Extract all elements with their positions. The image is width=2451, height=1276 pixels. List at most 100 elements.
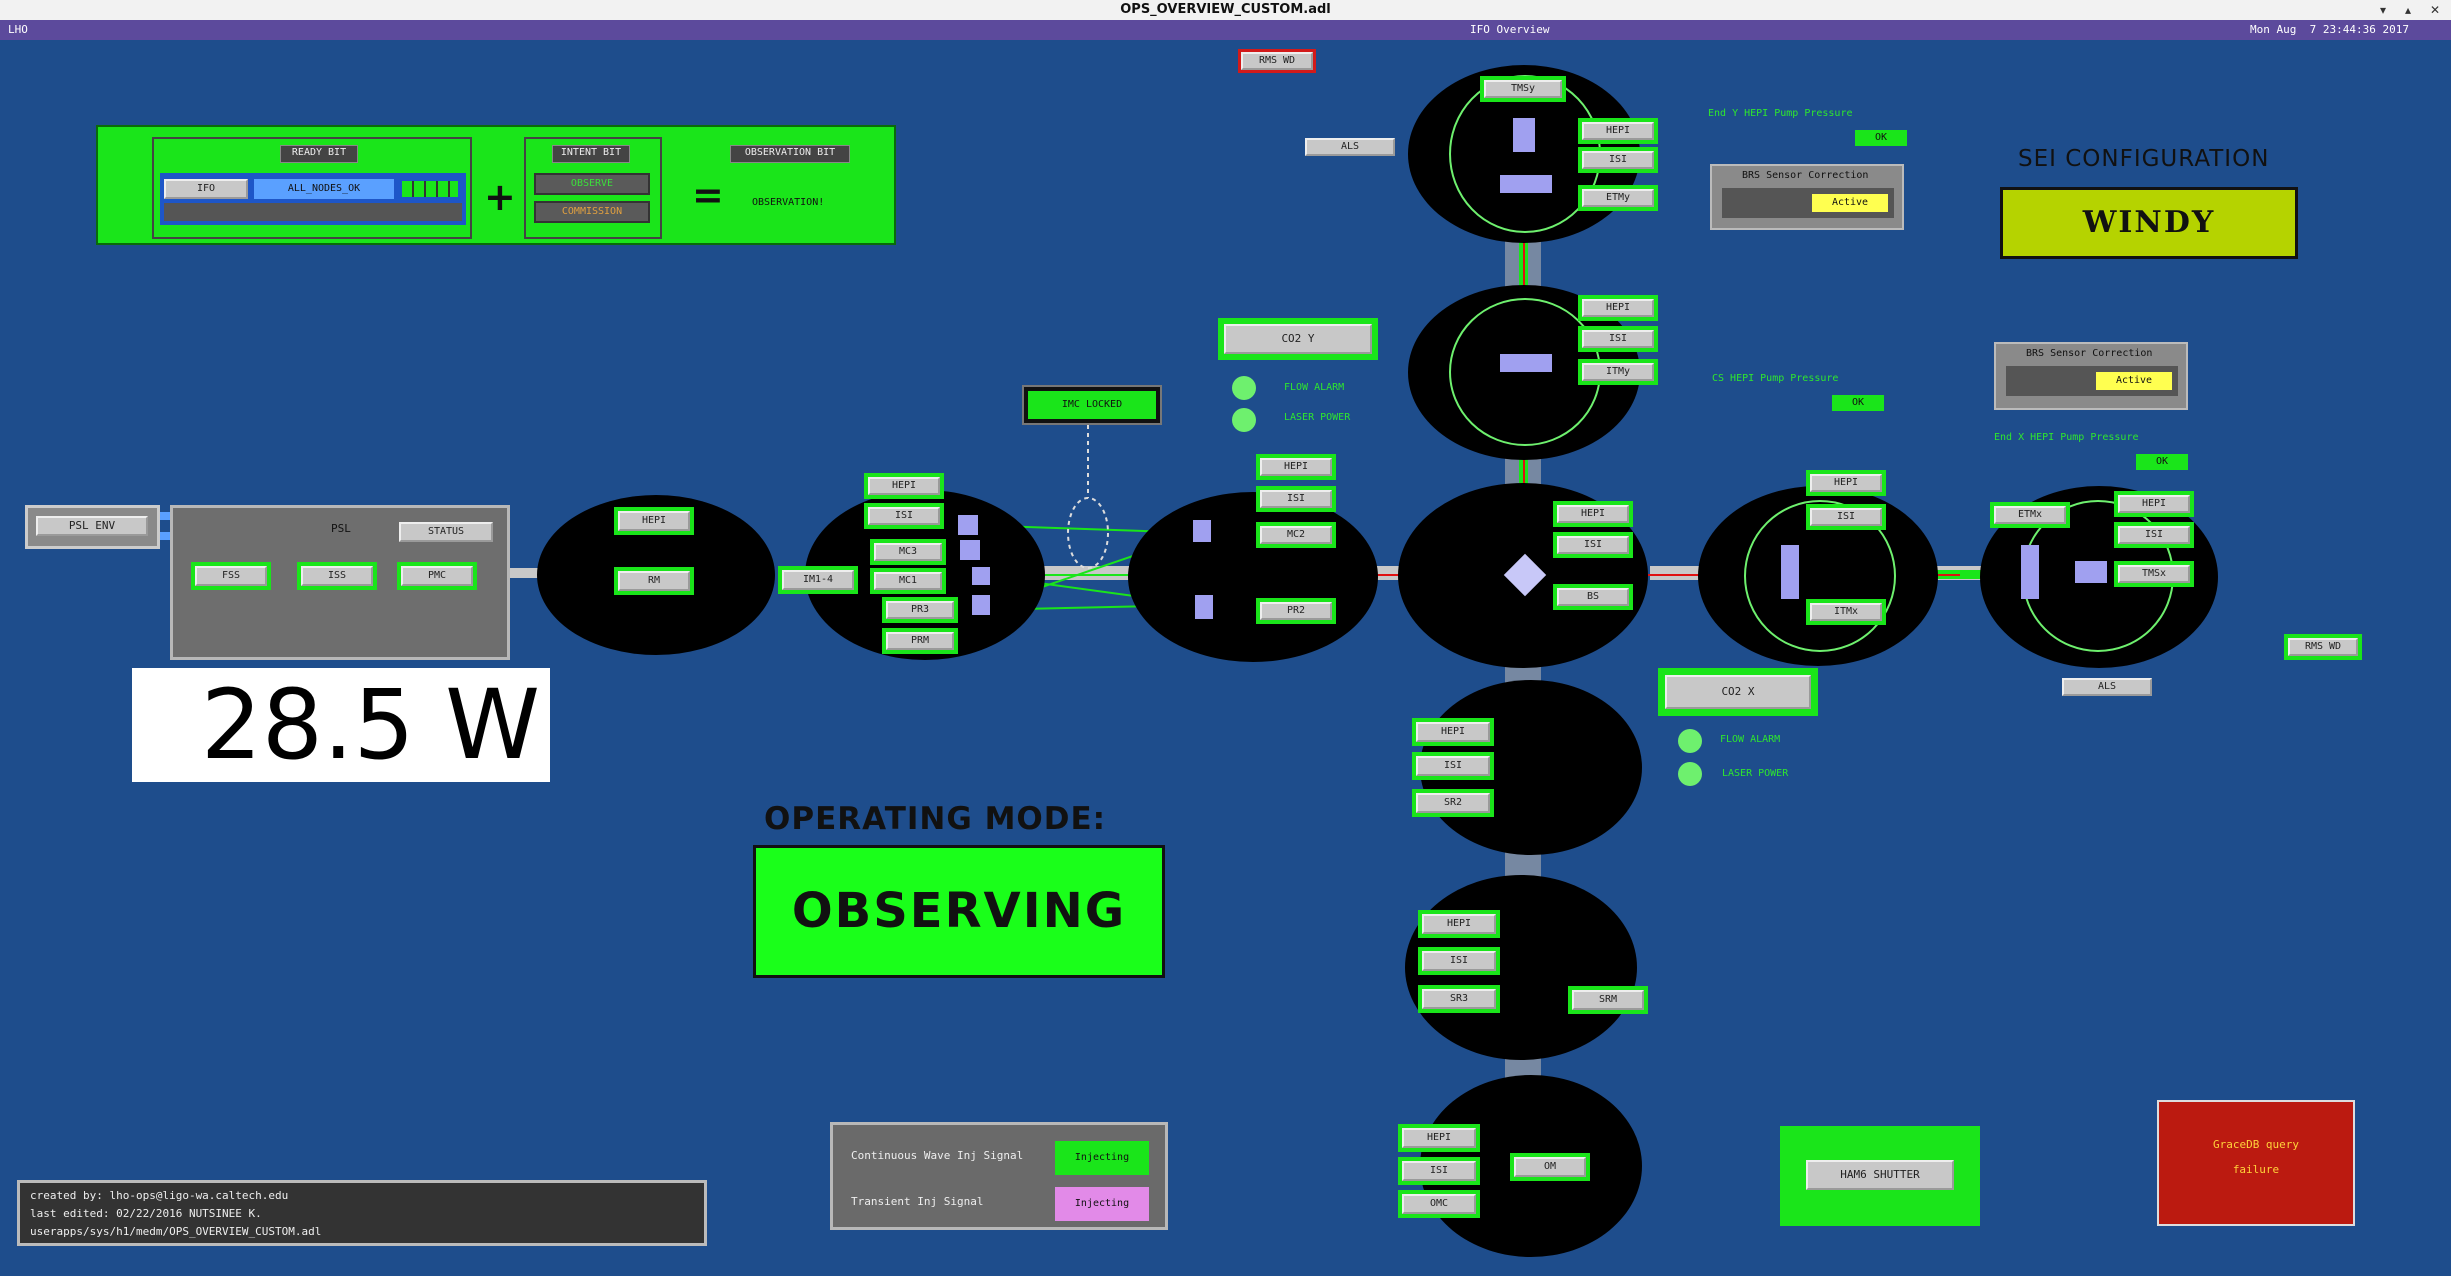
co2-x-frame[interactable]: CO2 X [1658, 668, 1818, 716]
ham3-pr2-button[interactable]: PR2 [1260, 602, 1332, 620]
ham1-hepi-button[interactable]: HEPI [618, 511, 690, 531]
observe-button[interactable]: OBSERVE [534, 173, 650, 195]
etmy-etm-button[interactable]: ETMy [1582, 189, 1654, 207]
etmy-isi-button[interactable]: ISI [1582, 151, 1654, 169]
itmy-itm[interactable]: ITMy [1578, 359, 1658, 385]
etmx-isi[interactable]: ISI [2114, 522, 2194, 548]
iss-button[interactable]: ISS [301, 566, 373, 586]
im-frame[interactable]: IM1-4 [778, 566, 858, 594]
etmy-tms-button[interactable]: TMSy [1484, 80, 1562, 98]
ifo-button[interactable]: IFO [164, 179, 248, 199]
ham2-pr3-button[interactable]: PR3 [886, 601, 954, 619]
ham4-sr2[interactable]: SR2 [1412, 789, 1494, 817]
ham2-hepi[interactable]: HEPI [864, 473, 944, 499]
itmx-hepi-button[interactable]: HEPI [1810, 474, 1882, 492]
ham6-hepi[interactable]: HEPI [1398, 1124, 1480, 1152]
etmx-etm[interactable]: ETMx [1990, 502, 2070, 528]
ham6-omc[interactable]: OMC [1398, 1190, 1480, 1218]
commission-button[interactable]: COMMISSION [534, 201, 650, 223]
ham6-omc-button[interactable]: OMC [1402, 1194, 1476, 1214]
ham6-isi[interactable]: ISI [1398, 1157, 1480, 1185]
ham6-om[interactable]: OM [1510, 1153, 1590, 1181]
ham2-mc3-button[interactable]: MC3 [874, 543, 942, 561]
co2-y-frame[interactable]: CO2 Y [1218, 318, 1378, 360]
ham3-isi-button[interactable]: ISI [1260, 490, 1332, 508]
ham1-hepi[interactable]: HEPI [614, 507, 694, 535]
etmx-isi-button[interactable]: ISI [2118, 526, 2190, 544]
ham4-hepi[interactable]: HEPI [1412, 718, 1494, 746]
etmy-hepi-button[interactable]: HEPI [1582, 122, 1654, 140]
ham5-isi[interactable]: ISI [1418, 947, 1500, 975]
etmy-hepi[interactable]: HEPI [1578, 118, 1658, 144]
bs-isi-button[interactable]: ISI [1557, 536, 1629, 554]
ham6-shutter-button[interactable]: HAM6 SHUTTER [1806, 1160, 1954, 1190]
pmc-button[interactable]: PMC [401, 566, 473, 586]
bs-bs[interactable]: BS [1553, 584, 1633, 610]
ham3-mc2[interactable]: MC2 [1256, 522, 1336, 548]
ham2-mc1[interactable]: MC1 [870, 568, 946, 594]
etmy-tms[interactable]: TMSy [1480, 76, 1566, 102]
rms-wd-y[interactable]: RMS WD [1238, 49, 1316, 73]
ham1-rm-button[interactable]: RM [618, 571, 690, 591]
ham6-hepi-button[interactable]: HEPI [1402, 1128, 1476, 1148]
ham5-srm-button[interactable]: SRM [1572, 990, 1644, 1010]
fss-button[interactable]: FSS [195, 566, 267, 586]
fss-frame[interactable]: FSS [191, 562, 271, 590]
ham2-isi[interactable]: ISI [864, 503, 944, 529]
etmx-hepi-button[interactable]: HEPI [2118, 495, 2190, 513]
ham1-rm[interactable]: RM [614, 567, 694, 595]
pmc-frame[interactable]: PMC [397, 562, 477, 590]
ham3-hepi-button[interactable]: HEPI [1260, 458, 1332, 476]
ham5-srm[interactable]: SRM [1568, 986, 1648, 1014]
ham4-sr2-button[interactable]: SR2 [1416, 793, 1490, 813]
ham4-isi[interactable]: ISI [1412, 752, 1494, 780]
itmx-isi[interactable]: ISI [1806, 504, 1886, 530]
ham2-pr3[interactable]: PR3 [882, 597, 958, 623]
ham2-mc1-button[interactable]: MC1 [874, 572, 942, 590]
bs-bs-button[interactable]: BS [1557, 588, 1629, 606]
minimize-icon[interactable]: ▾ [2380, 3, 2387, 17]
co2-y-button[interactable]: CO2 Y [1224, 324, 1372, 354]
etmx-tms[interactable]: TMSx [2114, 561, 2194, 587]
bs-isi[interactable]: ISI [1553, 532, 1633, 558]
ham3-isi[interactable]: ISI [1256, 486, 1336, 512]
im-button[interactable]: IM1-4 [782, 570, 854, 590]
itmy-isi-button[interactable]: ISI [1582, 330, 1654, 348]
ham4-hepi-button[interactable]: HEPI [1416, 722, 1490, 742]
ham2-hepi-button[interactable]: HEPI [868, 477, 940, 495]
itmy-hepi-button[interactable]: HEPI [1582, 299, 1654, 317]
ham5-hepi-button[interactable]: HEPI [1422, 914, 1496, 934]
ham2-mc3[interactable]: MC3 [870, 539, 946, 565]
itmy-hepi[interactable]: HEPI [1578, 295, 1658, 321]
itmx-itm[interactable]: ITMx [1806, 599, 1886, 625]
itmy-itm-button[interactable]: ITMy [1582, 363, 1654, 381]
etmy-etm[interactable]: ETMy [1578, 185, 1658, 211]
rms-wd-y-button[interactable]: RMS WD [1241, 52, 1313, 70]
itmx-isi-button[interactable]: ISI [1810, 508, 1882, 526]
ham5-sr3[interactable]: SR3 [1418, 985, 1500, 1013]
itmx-itm-button[interactable]: ITMx [1810, 603, 1882, 621]
rms-wd-x[interactable]: RMS WD [2284, 634, 2362, 660]
ham2-isi-button[interactable]: ISI [868, 507, 940, 525]
als-x-button[interactable]: ALS [2062, 678, 2152, 696]
itmx-hepi[interactable]: HEPI [1806, 470, 1886, 496]
bs-hepi-button[interactable]: HEPI [1557, 505, 1629, 523]
co2-x-button[interactable]: CO2 X [1665, 675, 1811, 709]
iss-frame[interactable]: ISS [297, 562, 377, 590]
ham6-om-button[interactable]: OM [1514, 1157, 1586, 1177]
close-icon[interactable]: ✕ [2430, 3, 2441, 17]
etmy-isi[interactable]: ISI [1578, 147, 1658, 173]
ham5-sr3-button[interactable]: SR3 [1422, 989, 1496, 1009]
ham2-prm-button[interactable]: PRM [886, 632, 954, 650]
ham3-pr2[interactable]: PR2 [1256, 598, 1336, 624]
ham6-isi-button[interactable]: ISI [1402, 1161, 1476, 1181]
etmx-etm-button[interactable]: ETMx [1994, 506, 2066, 524]
maximize-icon[interactable]: ▴ [2405, 3, 2412, 17]
psl-env-button[interactable]: PSL ENV [36, 516, 148, 536]
etmx-tms-button[interactable]: TMSx [2118, 565, 2190, 583]
itmy-isi[interactable]: ISI [1578, 326, 1658, 352]
ham3-mc2-button[interactable]: MC2 [1260, 526, 1332, 544]
als-y-button[interactable]: ALS [1305, 138, 1395, 156]
ham4-isi-button[interactable]: ISI [1416, 756, 1490, 776]
bs-hepi[interactable]: HEPI [1553, 501, 1633, 527]
